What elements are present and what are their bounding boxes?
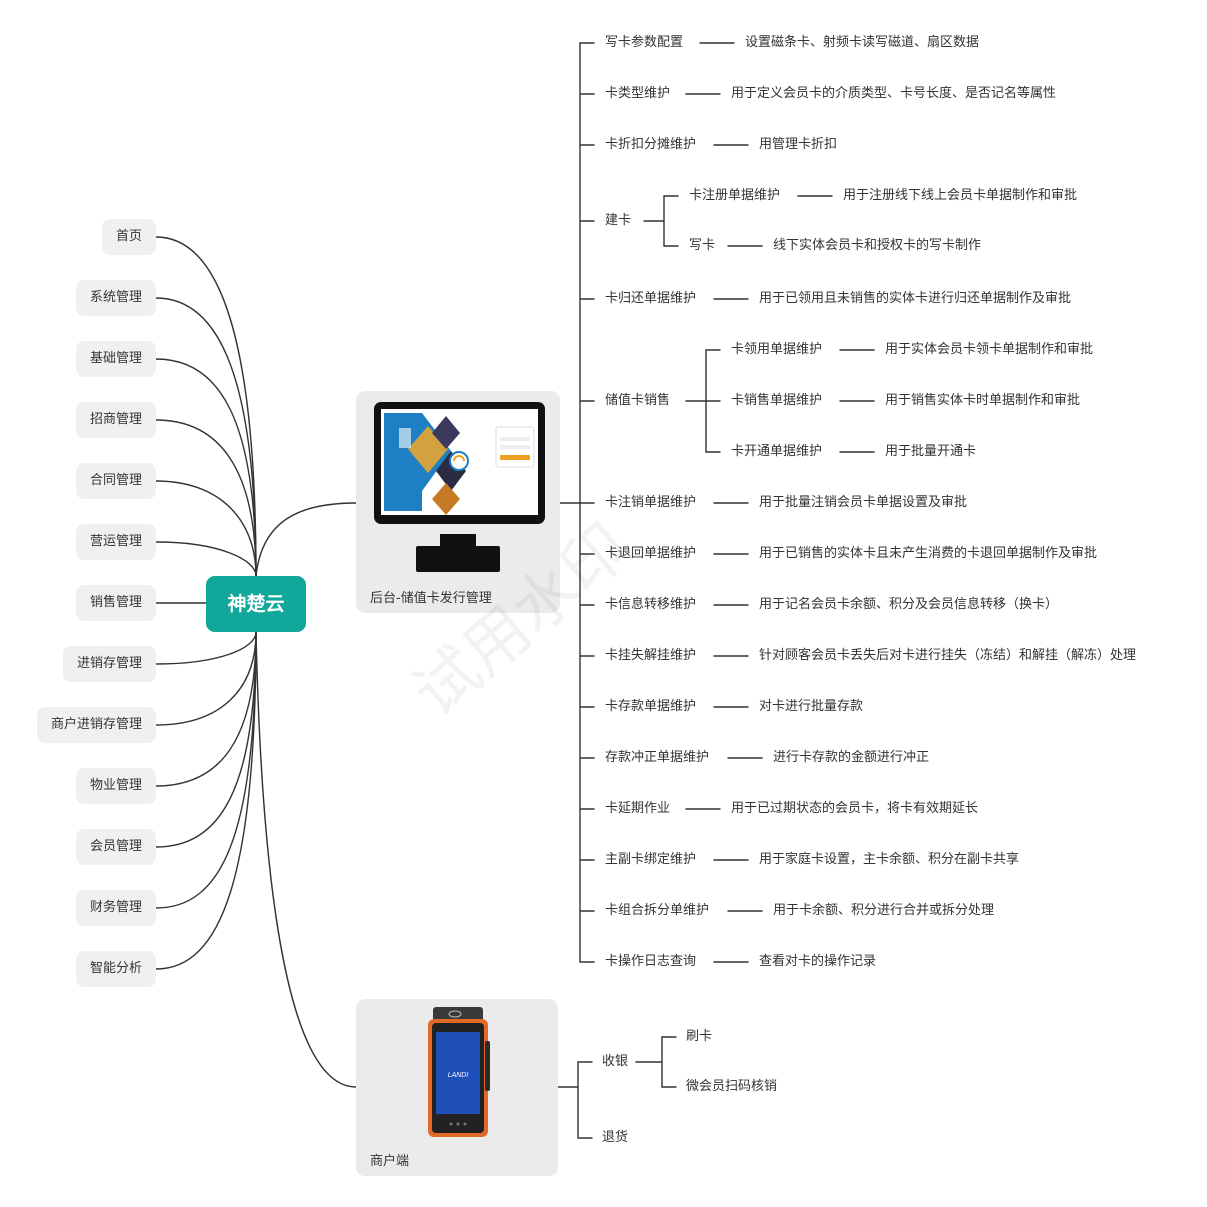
desc-card-log: 查看对卡的操作记录: [759, 953, 877, 971]
sub-qr-verify: 微会员扫码核销: [686, 1078, 778, 1096]
device-brand: LANDI: [448, 1072, 469, 1079]
desc-card-type: 用于定义会员卡的介质类型、卡号长度、是否记名等属性: [731, 85, 1057, 103]
left-node-sales: 销售管理: [75, 585, 156, 621]
sub-write-card: 写卡: [689, 237, 716, 255]
branch-card-binding: 主副卡绑定维护: [605, 851, 697, 869]
branch-card-refund: 卡退回单据维护: [605, 545, 697, 563]
left-node-contract: 合同管理: [75, 463, 156, 499]
desc-card-sale: 用于销售实体卡时单据制作和审批: [885, 392, 1081, 410]
desc-card-activate: 用于批量开通卡: [885, 443, 977, 461]
root-node: 神楚云: [206, 576, 306, 632]
branch-card-log: 卡操作日志查询: [605, 953, 697, 971]
branch-card-discount: 卡折扣分摊维护: [605, 136, 697, 154]
sub-card-sale: 卡销售单据维护: [731, 392, 823, 410]
merchant-card: LANDI 商户端: [356, 999, 558, 1176]
left-node-operations: 营运管理: [75, 524, 156, 560]
desc-card-extend: 用于已过期状态的会员卡，将卡有效期延长: [731, 800, 979, 818]
left-node-inventory: 进销存管理: [62, 646, 156, 682]
merchant-card-label: 商户端: [370, 1154, 410, 1169]
branch-card-cancel: 卡注销单据维护: [605, 494, 697, 512]
desc-deposit-reversal: 进行卡存款的金额进行冲正: [773, 749, 930, 767]
branch-write-card-config: 写卡参数配置: [605, 34, 684, 52]
branch-card-extend: 卡延期作业: [605, 800, 671, 818]
branch-card-deposit: 卡存款单据维护: [605, 698, 697, 716]
left-node-property: 物业管理: [75, 768, 156, 804]
desc-card-discount: 用管理卡折扣: [759, 136, 838, 154]
branch-card-return: 卡归还单据维护: [605, 290, 697, 308]
sub-swipe-card: 刷卡: [686, 1028, 713, 1046]
branch-deposit-reversal: 存款冲正单据维护: [605, 749, 710, 767]
branch-card-transfer: 卡信息转移维护: [605, 596, 697, 614]
sub-card-register: 卡注册单据维护: [689, 187, 781, 205]
desc-card-transfer: 用于记名会员卡余额、积分及会员信息转移（换卡）: [759, 596, 1059, 614]
branch-return-goods: 退货: [602, 1129, 629, 1147]
left-node-system: 系统管理: [75, 280, 156, 316]
branch-stored-value-sales: 储值卡销售: [605, 392, 671, 410]
branch-cashier: 收银: [602, 1053, 629, 1071]
desc-card-merge-split: 用于卡余额、积分进行合并或拆分处理: [773, 902, 995, 920]
branch-card-type: 卡类型维护: [605, 85, 671, 103]
desc-card-deposit: 对卡进行批量存款: [759, 698, 864, 716]
backend-card: 后台-储值卡发行管理: [356, 391, 560, 613]
branch-create-card: 建卡: [605, 212, 632, 230]
desc-write-card: 线下实体会员卡和授权卡的写卡制作: [773, 237, 982, 255]
left-node-home: 首页: [101, 219, 156, 255]
left-node-leasing: 招商管理: [75, 402, 156, 438]
desc-card-cancel: 用于批量注销会员卡单据设置及审批: [759, 494, 968, 512]
left-node-analytics: 智能分析: [75, 951, 156, 987]
pos-terminal-icon: LANDI: [428, 1007, 490, 1137]
monitor-icon: [374, 402, 545, 572]
desc-card-refund: 用于已销售的实体卡且未产生消费的卡退回单据制作及审批: [759, 545, 1098, 563]
desc-card-return: 用于已领用且未销售的实体卡进行归还单据制作及审批: [759, 290, 1072, 308]
desc-card-binding: 用于家庭卡设置，主卡余额、积分在副卡共享: [759, 851, 1020, 869]
branch-card-merge-split: 卡组合拆分单维护: [605, 902, 710, 920]
desc-write-card-config: 设置磁条卡、射频卡读写磁道、扇区数据: [745, 34, 980, 52]
sub-card-activate: 卡开通单据维护: [731, 443, 823, 461]
backend-card-label: 后台-储值卡发行管理: [370, 591, 492, 606]
sub-card-issue: 卡领用单据维护: [731, 341, 823, 359]
left-node-member: 会员管理: [75, 829, 156, 865]
left-node-finance: 财务管理: [75, 890, 156, 926]
left-node-merchant-inventory: 商户进销存管理: [36, 707, 156, 743]
branch-card-loss: 卡挂失解挂维护: [605, 647, 697, 665]
desc-card-loss: 针对顾客会员卡丢失后对卡进行挂失（冻结）和解挂（解冻）处理: [759, 647, 1137, 665]
desc-card-register: 用于注册线下线上会员卡单据制作和审批: [843, 187, 1078, 205]
desc-card-issue: 用于实体会员卡领卡单据制作和审批: [885, 341, 1094, 359]
left-node-basic: 基础管理: [75, 341, 156, 377]
